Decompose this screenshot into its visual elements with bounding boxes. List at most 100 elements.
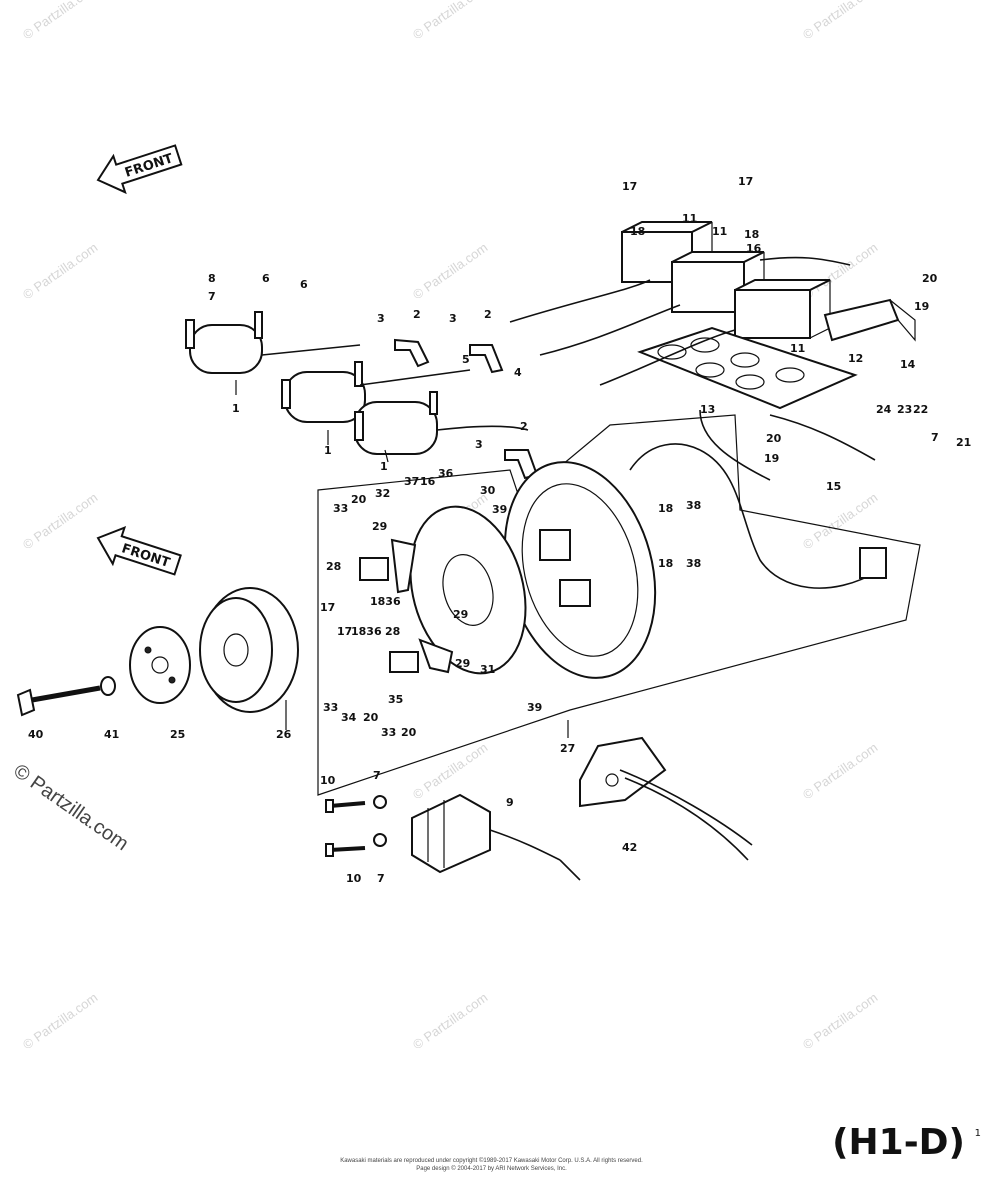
part-callout: 2 [484, 308, 492, 321]
contact-breaker [389, 638, 454, 674]
bolt [16, 685, 101, 717]
voltage-regulator [823, 298, 916, 342]
part-callout: 3 [449, 312, 457, 325]
washer [373, 795, 387, 809]
part-callout: 7 [377, 872, 385, 885]
part-callout: 9 [506, 796, 514, 809]
part-callout: 20 [363, 711, 379, 724]
part-callout: 7 [373, 769, 381, 782]
ignition-coil [185, 311, 361, 374]
part-callout: 33 [333, 502, 348, 515]
part-callout: 2 [520, 420, 528, 433]
part-callout: 6 [262, 272, 270, 285]
part-callout: 18 [658, 502, 673, 515]
ignition-coil [281, 361, 471, 423]
part-callout: 16 [420, 475, 436, 488]
stator-plate-outline [317, 414, 921, 796]
mounting-bracket [637, 326, 858, 410]
part-callout: 31 [480, 663, 495, 676]
part-callout: 3 [377, 312, 385, 325]
part-callout: 14 [900, 358, 916, 371]
part-callout: 37 [404, 475, 419, 488]
part-callout: 29 [455, 657, 470, 670]
part-callout: 29 [372, 520, 387, 533]
part-callout: 7 [931, 431, 939, 444]
part-callout: 35 [388, 693, 403, 706]
cover-plate [579, 736, 753, 861]
part-callout: 29 [453, 608, 468, 621]
part-callout: 17 [622, 180, 637, 193]
part-callout: 10 [346, 872, 362, 885]
cdi-unit [734, 279, 831, 339]
part-callout: 4 [514, 366, 522, 379]
part-callout: 28 [385, 625, 400, 638]
part-callout: 39 [527, 701, 542, 714]
part-callout: 11 [712, 225, 727, 238]
part-callout: 20 [351, 493, 367, 506]
plug-cap [394, 338, 430, 368]
part-callout: 12 [848, 352, 863, 365]
part-callout: 15 [826, 480, 841, 493]
magneto-housing [503, 443, 887, 679]
part-callout: 1 [324, 444, 332, 457]
part-callout: 20 [766, 432, 782, 445]
part-callout: 34 [341, 711, 357, 724]
flywheel [199, 587, 299, 713]
rectifier [411, 793, 581, 881]
part-callout: 28 [326, 560, 341, 573]
contact-breaker [359, 538, 417, 594]
part-callout: 8 [208, 272, 216, 285]
part-callout: 19 [914, 300, 929, 313]
part-callout: 33 [323, 701, 338, 714]
bolt [325, 843, 366, 857]
part-callout: 41 [104, 728, 119, 741]
part-callout: 40 [28, 728, 44, 741]
part-callout: 19 [764, 452, 779, 465]
part-callout: 21 [956, 436, 971, 449]
washer [373, 833, 387, 847]
part-callout: 26 [276, 728, 292, 741]
part-callout: 42 [622, 841, 637, 854]
part-callout: 18 [744, 228, 759, 241]
ignition-coil [354, 391, 529, 455]
diagram-code-suffix: 1 [974, 1128, 981, 1139]
part-callout: 39 [492, 503, 507, 516]
part-callout: 22 [913, 403, 928, 416]
part-callout: 20 [401, 726, 417, 739]
part-callout: 2 [413, 308, 421, 321]
part-callout: 1836 [370, 595, 401, 608]
part-callout: 6 [300, 278, 308, 291]
part-callout: 3 [475, 438, 483, 451]
cdi-unit [671, 251, 765, 313]
part-callout: 1 [380, 460, 388, 473]
plug-cap [469, 344, 504, 374]
part-callout: 11 [682, 212, 697, 225]
part-callout: 20 [922, 272, 938, 285]
part-callout: 5 [462, 353, 470, 366]
bolt [325, 799, 366, 813]
part-callout: 38 [686, 499, 701, 512]
part-callout: 24 [876, 403, 892, 416]
part-callout: 30 [480, 484, 496, 497]
part-callout: 18 [658, 557, 673, 570]
copyright-line: Kawasaki materials are reproduced under … [340, 1158, 643, 1164]
part-callout: 32 [375, 487, 390, 500]
plug-cap [504, 449, 539, 480]
washer [100, 676, 116, 696]
rotor [129, 626, 191, 704]
part-callout: 25 [170, 728, 185, 741]
diagram-code: (H1-D) [832, 1122, 965, 1163]
part-callout: 16 [746, 242, 762, 255]
part-callout: 1 [232, 402, 240, 415]
front-arrow-top: FRONT [96, 144, 183, 195]
front-arrow-middle: FRONT [96, 525, 182, 576]
part-callout: 27 [560, 742, 575, 755]
part-callout: 17 [337, 625, 352, 638]
part-callout: 36 [438, 467, 454, 480]
part-callout: 1836 [351, 625, 382, 638]
part-callout: 17 [320, 601, 335, 614]
part-callout: 17 [738, 175, 753, 188]
